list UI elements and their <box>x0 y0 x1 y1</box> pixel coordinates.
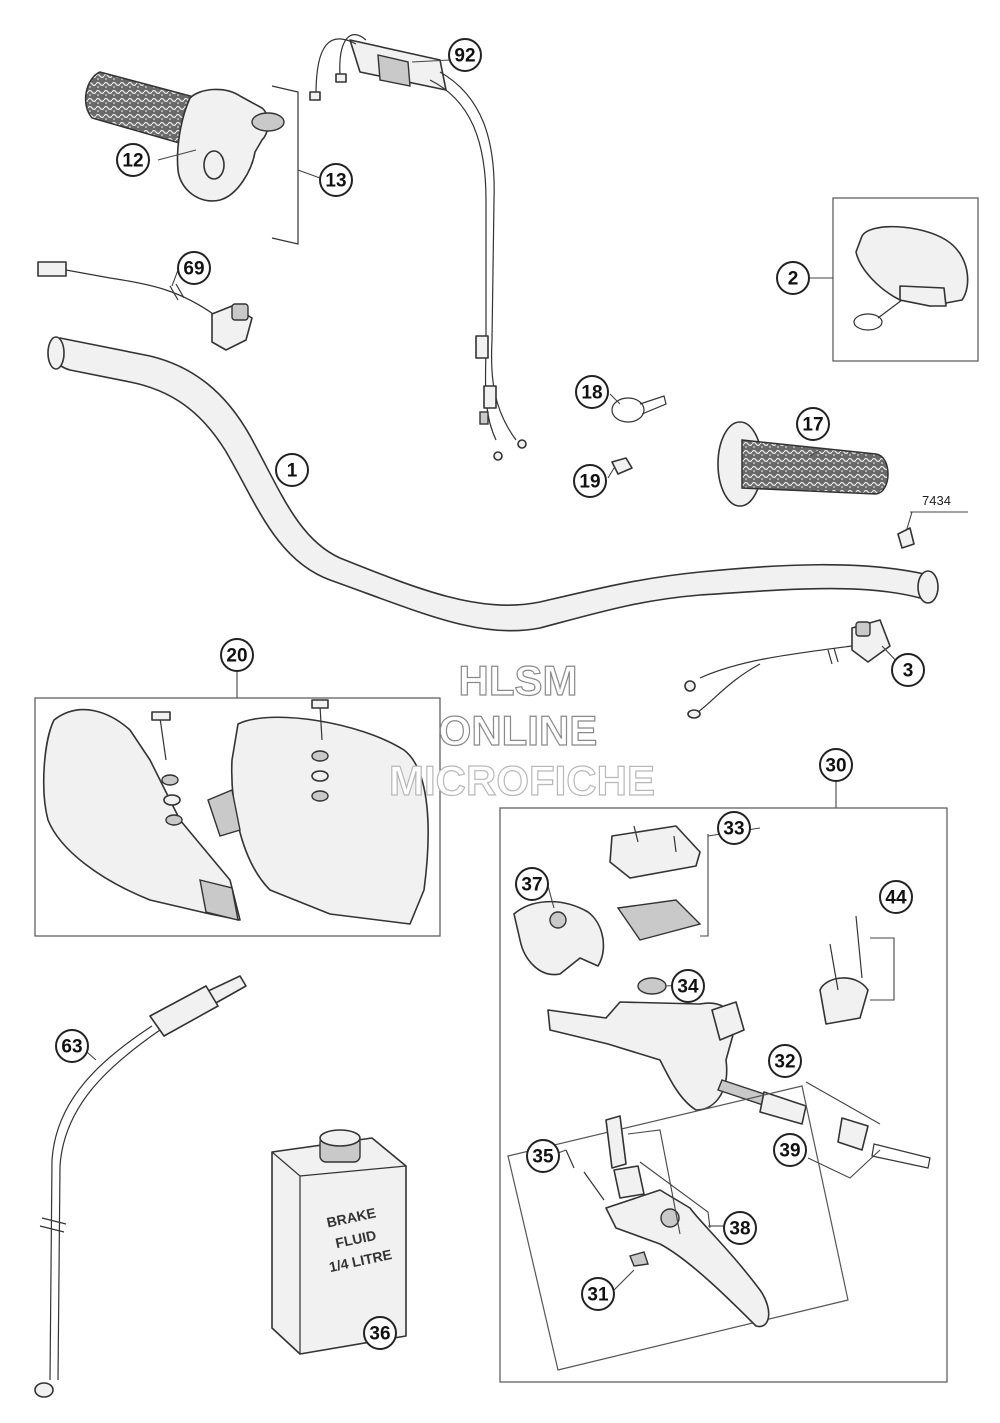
callout-19: 19 <box>573 464 607 498</box>
callout-number: 17 <box>802 415 823 436</box>
cable-tie-part <box>611 395 667 475</box>
callout-number: 37 <box>521 875 542 896</box>
callout-number: 20 <box>226 646 247 667</box>
ref-number-7434: 7434 <box>922 493 951 508</box>
callout-circle <box>879 880 913 914</box>
callout-17: 17 <box>796 407 830 441</box>
callout-35: 35 <box>526 1139 560 1173</box>
callout-12: 12 <box>116 143 150 177</box>
callout-circle <box>768 1044 802 1078</box>
brake-fluid-can-part <box>271 1129 407 1355</box>
watermark-line1: HLSM <box>459 657 578 704</box>
callout-2: 2 <box>776 261 810 295</box>
callout-circle <box>891 653 925 687</box>
callout-number: 33 <box>723 819 744 840</box>
callout-39: 39 <box>773 1133 807 1167</box>
callout-circle <box>819 748 853 782</box>
callout-number: 3 <box>903 661 914 682</box>
watermark: HLSM ONLINE MICROFICHE <box>388 656 655 804</box>
callout-37: 37 <box>515 867 549 901</box>
callout-circle <box>319 163 353 197</box>
callout-number: 63 <box>61 1037 82 1058</box>
callout-circle <box>220 638 254 672</box>
watermark-line2: ONLINE <box>439 707 598 754</box>
callout-1: 1 <box>275 453 309 487</box>
callout-number: 92 <box>454 46 475 67</box>
callout-number: 32 <box>774 1052 795 1073</box>
callout-number: 13 <box>325 171 346 192</box>
callout-number: 18 <box>581 383 602 404</box>
callout-number: 2 <box>788 269 799 290</box>
callout-38: 38 <box>723 1211 757 1245</box>
callout-92: 92 <box>448 38 482 72</box>
callout-circle <box>275 453 309 487</box>
callout-circle <box>717 811 751 845</box>
brake-master-cylinder-set-part <box>499 780 948 1383</box>
callout-number: 36 <box>369 1324 390 1345</box>
callout-number: 69 <box>183 259 204 280</box>
left-switch-part <box>37 261 253 351</box>
callout-69: 69 <box>177 251 211 285</box>
callout-number: 38 <box>729 1219 750 1240</box>
callout-circle <box>55 1029 89 1063</box>
throttle-grip-part <box>84 71 299 245</box>
callout-circle <box>575 375 609 409</box>
callout-number: 30 <box>825 756 846 777</box>
callout-13: 13 <box>319 163 353 197</box>
callout-number: 1 <box>287 461 298 482</box>
callout-circle <box>776 261 810 295</box>
watermark-line3: MICROFICHE <box>389 757 655 804</box>
callout-number: 35 <box>532 1147 554 1168</box>
callout-number: 34 <box>677 977 699 998</box>
throttle-cables-part <box>309 34 527 461</box>
handlebar-part <box>47 336 939 632</box>
callout-number: 44 <box>885 888 907 909</box>
callout-30: 30 <box>819 748 853 782</box>
callout-circle <box>177 251 211 285</box>
callout-circle <box>573 464 607 498</box>
callout-36: 36 <box>363 1316 397 1350</box>
callout-circle <box>448 38 482 72</box>
callout-number: 12 <box>122 151 143 172</box>
callout-32: 32 <box>768 1044 802 1078</box>
callout-circle <box>515 867 549 901</box>
callout-18: 18 <box>575 375 609 409</box>
callout-number: 31 <box>587 1285 609 1306</box>
callout-circle <box>796 407 830 441</box>
callout-33: 33 <box>717 811 751 845</box>
handguard-set-part <box>34 672 441 937</box>
callout-63: 63 <box>55 1029 89 1063</box>
callout-44: 44 <box>879 880 913 914</box>
callout-31: 31 <box>581 1277 615 1311</box>
ref-7434-part <box>897 511 968 549</box>
callout-circle <box>526 1139 560 1173</box>
grip-end-set-part <box>810 197 979 362</box>
callout-20: 20 <box>220 638 254 672</box>
kill-switch-part <box>684 619 891 719</box>
callout-circle <box>581 1277 615 1311</box>
right-grip-part <box>717 421 889 507</box>
callout-circle <box>671 969 705 1003</box>
callout-3: 3 <box>891 653 925 687</box>
callout-circle <box>116 143 150 177</box>
callout-circle <box>723 1211 757 1245</box>
callout-34: 34 <box>671 969 705 1003</box>
callout-group: 1231213171819203031323334353637383944636… <box>55 38 925 1350</box>
callout-circle <box>773 1133 807 1167</box>
callout-circle <box>363 1316 397 1350</box>
callout-number: 39 <box>779 1141 800 1162</box>
callout-number: 19 <box>579 472 600 493</box>
brake-switch-cable-part <box>34 975 247 1398</box>
